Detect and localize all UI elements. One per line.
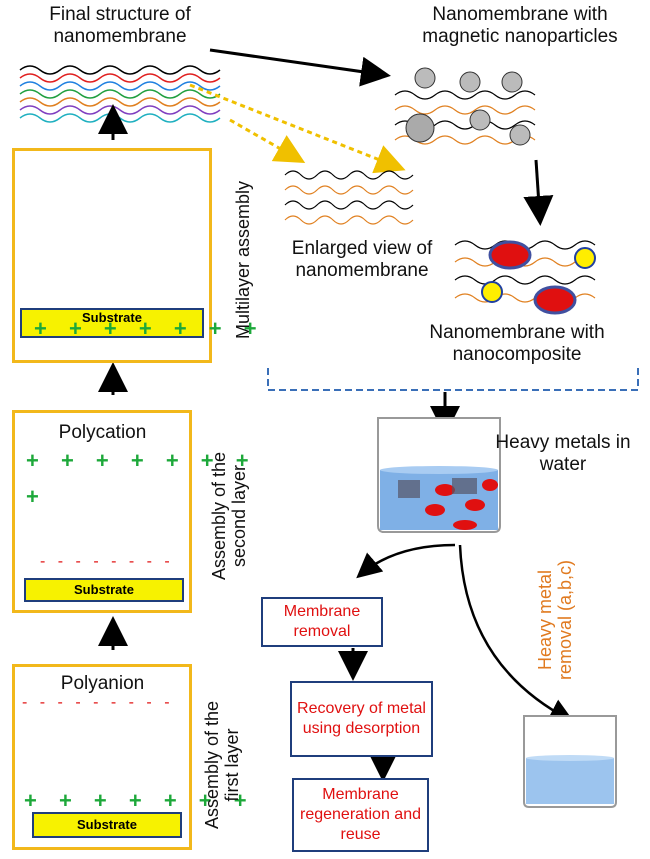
label-polycation: Polycation	[58, 422, 147, 443]
label-polyanion: Polyanion	[60, 673, 145, 694]
label-assembly-second-text: Assembly of the second layer	[209, 451, 249, 581]
plus-extra: +	[26, 484, 47, 509]
label-heavy-metals: Heavy metals in water	[495, 432, 631, 475]
minus-row-top: - - - - - - - - -	[22, 694, 174, 711]
label-assembly-second: Assembly of the second layer	[209, 426, 249, 606]
nanocomposite-illustration	[454, 240, 596, 315]
enlarged-membrane-illustration	[284, 170, 414, 225]
substrate-bottom: Substrate	[32, 812, 182, 838]
step-recovery: Recovery of metal using desorption	[290, 681, 433, 757]
label-nanocomposite: Nanomembrane with nanocomposite	[429, 322, 605, 365]
label-nanomembrane-magnetic: Nanomembrane with magnetic nanoparticles	[422, 4, 618, 47]
beaker-large	[377, 417, 501, 533]
step-regeneration: Membrane regeneration and reuse	[292, 778, 429, 852]
label-assembly-first-text: Assembly of the first layer	[202, 700, 242, 830]
minus-row-mid: - - - - - - - -	[40, 553, 174, 570]
substrate-mid: Substrate	[24, 578, 184, 602]
label-assembly-first: Assembly of the first layer	[202, 695, 242, 835]
step-recovery-text: Recovery of metal using desorption	[297, 700, 426, 737]
label-heavy-metal-removal-text: Heavy metal removal (a,b,c)	[535, 559, 575, 681]
final-membrane-illustration	[19, 65, 221, 123]
step-regeneration-text: Membrane regeneration and reuse	[300, 786, 421, 843]
plus-row-mid: + + + + + + +	[26, 448, 257, 473]
substrate-top: Substrate	[20, 308, 204, 338]
substrate-mid-label: Substrate	[74, 582, 134, 597]
label-final-structure: Final structure of nanomembrane	[49, 4, 191, 47]
step-membrane-removal: Membrane removal	[261, 597, 383, 647]
beaker-small	[523, 715, 617, 808]
substrate-top-label: Substrate	[82, 310, 142, 325]
label-multilayer-assembly: Multilayer assembly	[233, 180, 253, 340]
label-heavy-metal-removal: Heavy metal removal (a,b,c)	[535, 545, 575, 695]
step-membrane-removal-text: Membrane removal	[283, 603, 361, 640]
label-enlarged-view: Enlarged view of nanomembrane	[291, 238, 433, 281]
plus-row-bottom: + + + + + + +	[24, 788, 255, 813]
magnetic-membrane-illustration	[394, 67, 536, 146]
substrate-bottom-label: Substrate	[77, 817, 137, 832]
plus-row-top: + + + + + + +	[34, 316, 265, 341]
